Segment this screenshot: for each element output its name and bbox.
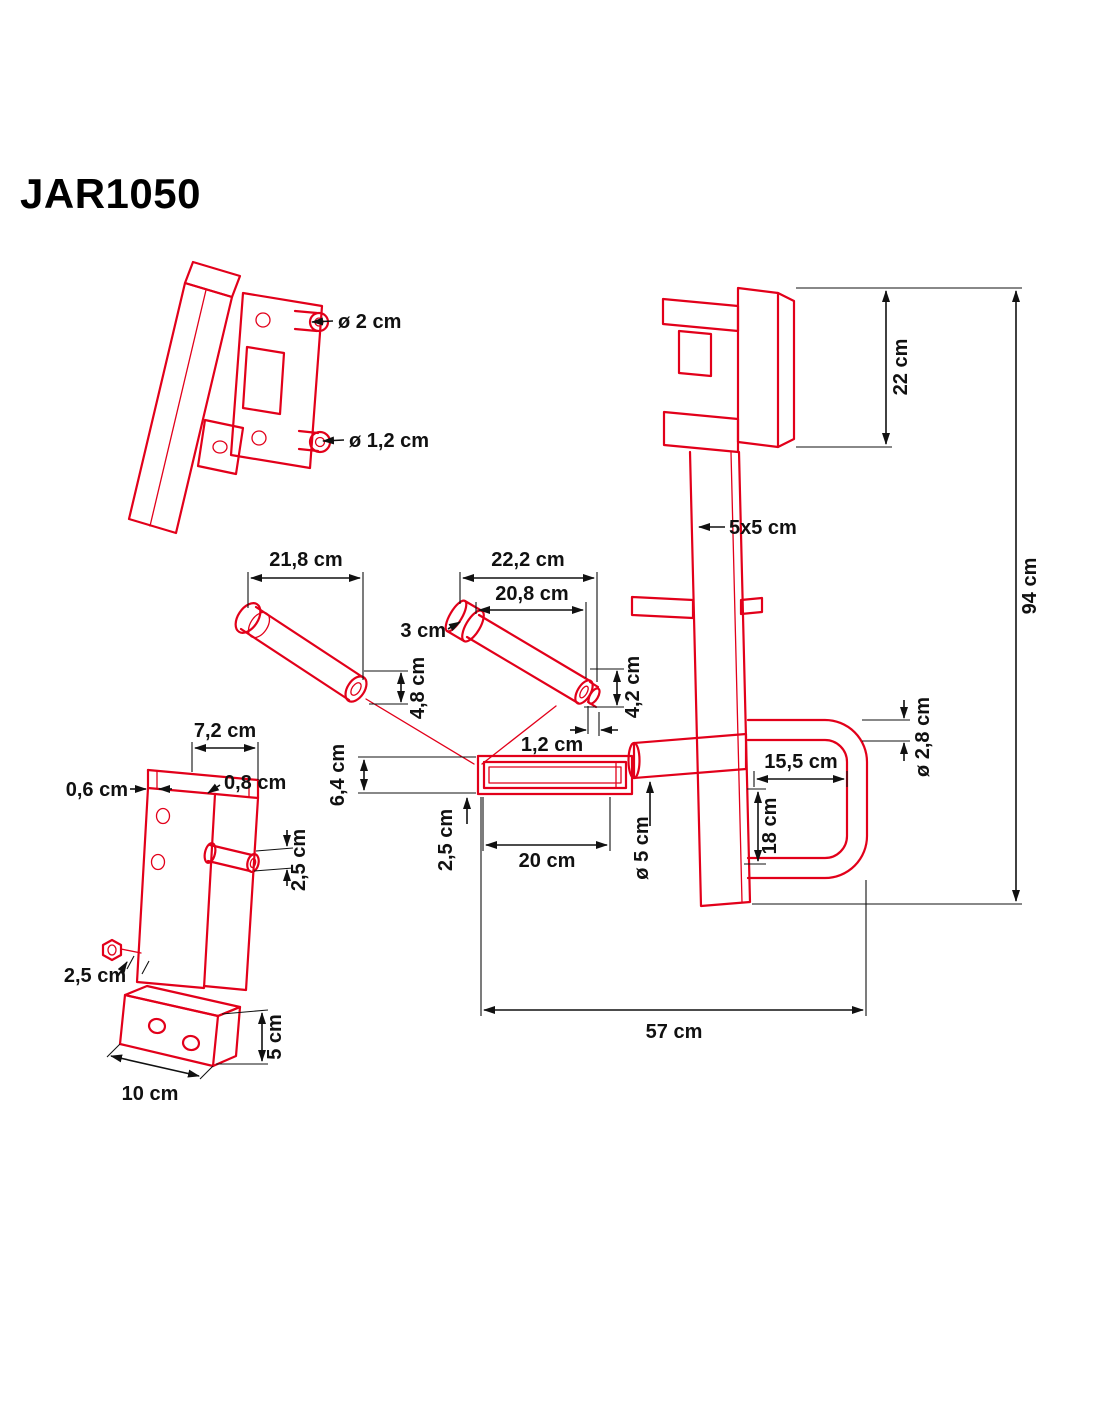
dim-total-height: 94 cm bbox=[752, 290, 1041, 905]
dim-label-sleeve-offset: 2,5 cm bbox=[435, 809, 457, 871]
dim-label-post-section: 5x5 cm bbox=[729, 517, 797, 539]
dim-post-section: 5x5 cm bbox=[698, 517, 797, 539]
dim-pin-b-diameter: 4,2 cm bbox=[584, 656, 644, 718]
product-code-title: JAR1050 bbox=[20, 170, 201, 217]
main-frame-drawing bbox=[627, 286, 869, 908]
dim-label-bracket-width: 7,2 cm bbox=[194, 720, 256, 742]
dim-label-handle-height: 18 cm bbox=[759, 798, 781, 855]
dim-label-tube-dia: ø 5 cm bbox=[631, 816, 653, 879]
dim-label-bracket-pin-dia: 2,5 cm bbox=[288, 829, 310, 891]
dim-label-bracket-wall-a: 0,6 cm bbox=[66, 779, 128, 801]
hook-assembly-drawing bbox=[127, 260, 332, 535]
dim-handle-width: 15,5 cm bbox=[753, 751, 848, 787]
dim-label-pin-b-tip: 1,2 cm bbox=[521, 734, 583, 756]
dim-sleeve-length: 20 cm bbox=[482, 797, 611, 872]
dim-label-pin-b-total: 22,2 cm bbox=[491, 549, 564, 571]
dim-total-width: 57 cm bbox=[480, 797, 867, 1043]
dim-label-pin-b-head: 3 cm bbox=[400, 620, 446, 642]
dim-label-head-height: 22 cm bbox=[890, 339, 912, 396]
dim-label-pin-a-dia: 4,8 cm bbox=[407, 657, 429, 719]
dim-pin-b-shaft-length: 20,8 cm bbox=[475, 583, 587, 678]
dim-head-height: 22 cm bbox=[796, 287, 1022, 448]
dim-pin-a-length: 21,8 cm bbox=[247, 549, 364, 680]
dim-label-sleeve-length: 20 cm bbox=[519, 850, 576, 872]
dim-pin-b-head: 3 cm bbox=[400, 620, 461, 642]
dim-bracket-wall-b: 0,8 cm bbox=[207, 772, 286, 794]
dim-pin-a-diameter: 4,8 cm bbox=[364, 657, 429, 719]
dim-hook-pin-diameter: ø 2 cm bbox=[311, 311, 401, 333]
dim-tube-diameter: ø 5 cm bbox=[631, 781, 654, 880]
dim-sleeve-height: 6,4 cm bbox=[327, 744, 476, 806]
dim-label-box-width: 10 cm bbox=[122, 1083, 179, 1105]
dim-label-pin-b-shaft: 20,8 cm bbox=[495, 583, 568, 605]
dim-pin-b-tip: 1,2 cm bbox=[521, 706, 618, 756]
sleeve-drawing bbox=[476, 754, 634, 796]
dim-label-pin-b-dia: 4,2 cm bbox=[622, 656, 644, 718]
dim-pin-b-total-length: 22,2 cm bbox=[459, 549, 598, 682]
dim-label-hook-pin: ø 2 cm bbox=[338, 311, 401, 333]
dim-bracket-width: 7,2 cm bbox=[191, 720, 259, 780]
dim-handle-tube-diameter: ø 2,8 cm bbox=[862, 697, 934, 777]
dim-hook-bolt-diameter: ø 1,2 cm bbox=[322, 430, 429, 452]
dim-box-width: 10 cm bbox=[106, 1043, 214, 1105]
dim-label-total-height: 94 cm bbox=[1019, 558, 1041, 615]
dim-label-total-width: 57 cm bbox=[646, 1021, 703, 1043]
dim-label-bracket-hole: 2,5 cm bbox=[64, 965, 126, 987]
dim-label-handle-tube-dia: ø 2,8 cm bbox=[912, 697, 934, 777]
dim-box-height: 5 cm bbox=[216, 1009, 286, 1065]
dim-handle-height: 18 cm bbox=[744, 788, 781, 865]
dim-label-box-height: 5 cm bbox=[264, 1014, 286, 1060]
dim-label-sleeve-height: 6,4 cm bbox=[327, 744, 349, 806]
dim-bracket-hole-diameter: 2,5 cm bbox=[64, 955, 150, 987]
dim-bracket-pin-diameter: 2,5 cm bbox=[253, 829, 310, 891]
side-bracket-drawing bbox=[101, 768, 260, 1068]
dim-bracket-wall-a: 0,6 cm bbox=[66, 779, 172, 801]
dim-label-hook-bolt: ø 1,2 cm bbox=[349, 430, 429, 452]
dim-label-handle-width: 15,5 cm bbox=[764, 751, 837, 773]
dim-label-pin-a-length: 21,8 cm bbox=[269, 549, 342, 571]
dim-sleeve-offset: 2,5 cm bbox=[435, 797, 471, 871]
dim-label-bracket-wall-b: 0,8 cm bbox=[224, 772, 286, 794]
pin-a-drawing bbox=[234, 602, 475, 765]
